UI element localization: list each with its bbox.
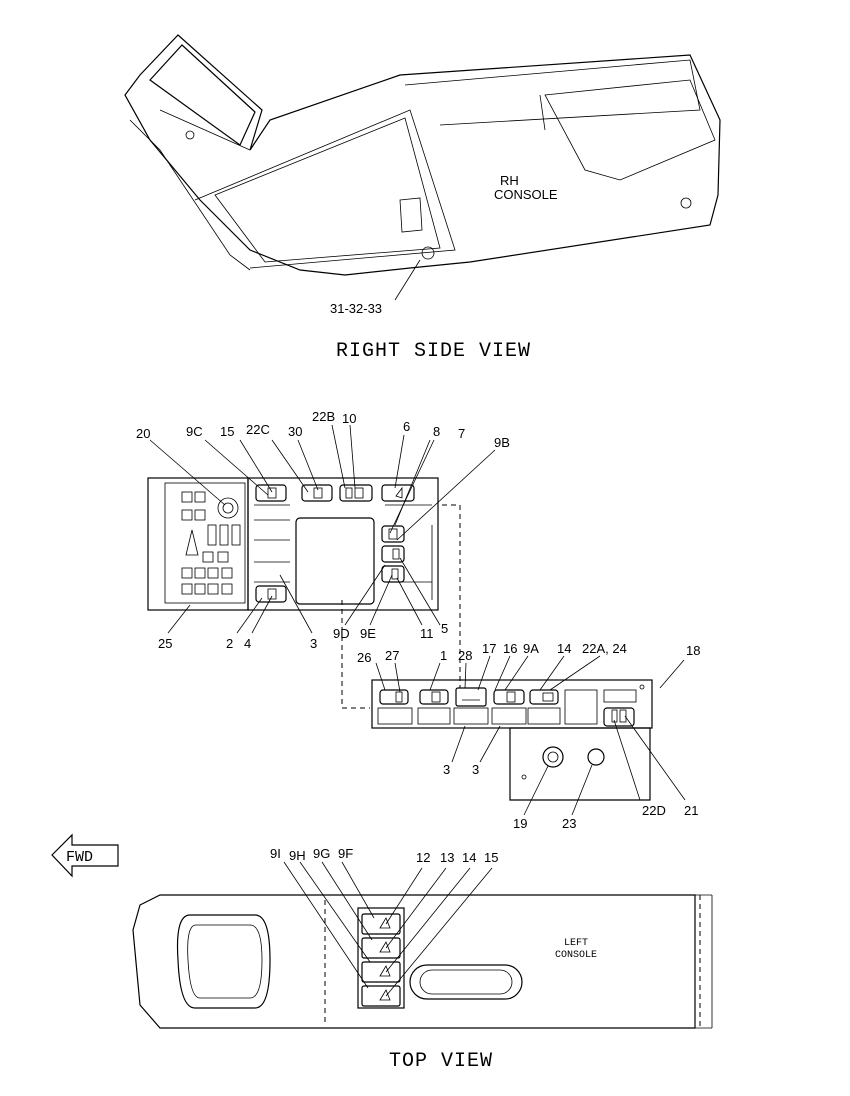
rh-console-label-2: CONSOLE (494, 187, 558, 202)
callout-9h: 9H (289, 848, 306, 863)
fwd-arrow-icon (51, 833, 119, 878)
callout-28: 28 (458, 648, 472, 663)
switch-panel-view: 20 9C 15 22C 30 22B 10 6 8 7 9B 25 2 4 3… (136, 409, 510, 709)
callout-12: 12 (416, 850, 430, 865)
callout-10: 10 (342, 411, 356, 426)
callout-9a: 9A (523, 641, 539, 656)
callout-3-lower-a: 3 (443, 762, 450, 777)
callout-20: 20 (136, 426, 150, 441)
top-view: FWD 9I 9H 9G 9F 12 13 (51, 833, 713, 1073)
callout-11: 11 (420, 626, 434, 641)
callout-2: 2 (226, 636, 233, 651)
callout-3-lower-b: 3 (472, 762, 479, 777)
callout-19: 19 (513, 816, 527, 831)
callout-30: 30 (288, 424, 302, 439)
callout-9b: 9B (494, 435, 510, 450)
callout-22c: 22C (246, 422, 270, 437)
callout-1: 1 (440, 648, 447, 663)
callout-27: 27 (385, 648, 399, 663)
callout-9d: 9D (333, 626, 350, 641)
callout-22a-24: 22A, 24 (582, 641, 627, 656)
callout-9e: 9E (360, 626, 376, 641)
top-view-title: TOP VIEW (389, 1050, 493, 1073)
callout-22b: 22B (312, 409, 335, 424)
callout-15-top: 15 (484, 850, 498, 865)
callout-9c: 9C (186, 424, 203, 439)
left-console-label-1: LEFT (564, 938, 588, 949)
callout-9g: 9G (313, 846, 330, 861)
callout-14: 14 (557, 641, 571, 656)
right-side-view: RH CONSOLE 31-32-33 RIGHT SIDE VIEW (124, 34, 721, 363)
callout-17: 17 (482, 641, 496, 656)
callout-26: 26 (357, 650, 371, 665)
callout-4: 4 (244, 636, 251, 651)
callout-22d: 22D (642, 803, 666, 818)
callout-21: 21 (684, 803, 698, 818)
callout-13: 13 (440, 850, 454, 865)
left-console-label-2: CONSOLE (555, 950, 597, 961)
callout-3-upper: 3 (310, 636, 317, 651)
callout-6: 6 (403, 419, 410, 434)
lower-switch-panel: 26 27 1 28 17 16 9A 14 22A, 24 18 3 3 19… (357, 641, 700, 831)
right-side-view-title: RIGHT SIDE VIEW (336, 340, 531, 363)
callout-23: 23 (562, 816, 576, 831)
callout-25: 25 (158, 636, 172, 651)
fwd-label: FWD (66, 849, 93, 866)
callout-18: 18 (686, 643, 700, 658)
callout-9i: 9I (270, 846, 281, 861)
callout-16: 16 (503, 641, 517, 656)
callout-8: 8 (433, 424, 440, 439)
callout-14-top: 14 (462, 850, 476, 865)
callout-31-32-33: 31-32-33 (330, 301, 382, 316)
rh-console-label-1: RH (500, 173, 519, 188)
callout-7: 7 (458, 426, 465, 441)
callout-5: 5 (441, 621, 448, 636)
callout-15: 15 (220, 424, 234, 439)
callout-9f: 9F (338, 846, 353, 861)
